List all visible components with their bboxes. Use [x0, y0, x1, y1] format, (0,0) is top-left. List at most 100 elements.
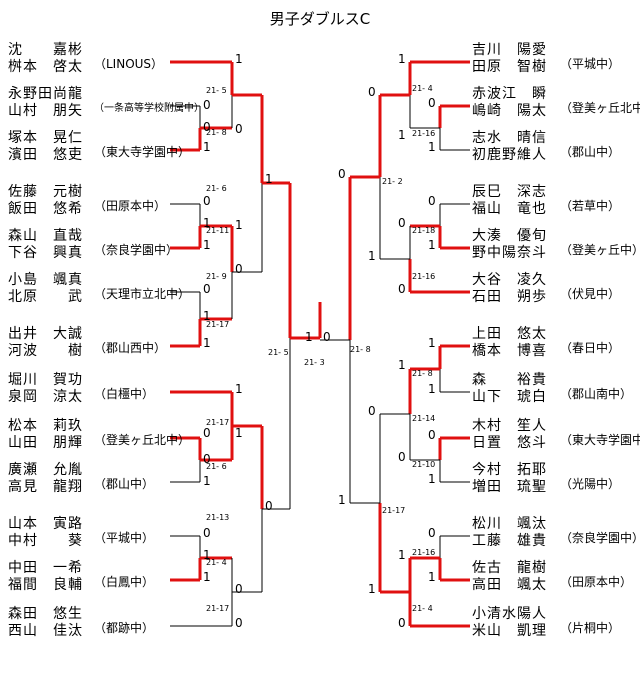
team-player-name: 松川 颯汰 [472, 516, 547, 532]
score-label: 0 [203, 526, 211, 540]
score-label: 0 [398, 216, 406, 230]
match-result: 21- 5 [268, 348, 289, 357]
score-label: 0 [203, 120, 211, 134]
score-label: 0 [368, 404, 376, 418]
team-player-name: 北原 武 [8, 289, 83, 305]
match-result: 21-17 [206, 604, 230, 613]
team-player-name: 大谷 凌久 [472, 272, 547, 288]
score-label: 1 [235, 52, 243, 66]
team-school: （郡山中） [94, 477, 155, 491]
team-school: （郡山西中） [94, 341, 167, 355]
score-label: 0 [203, 282, 211, 296]
score-label: 1 [368, 249, 376, 263]
team-player-name: 松本 莉玖 [8, 418, 83, 434]
team-school: （登美ヶ丘中） [560, 243, 640, 257]
team-school: （奈良学園中） [94, 243, 179, 257]
match-result: 21- 4 [412, 604, 433, 613]
score-label: 0 [235, 122, 243, 136]
score-label: 0 [398, 616, 406, 630]
score-label: 1 [398, 358, 406, 372]
score-label: 1 [398, 52, 406, 66]
match-result: 21-13 [206, 513, 230, 522]
team-school: （東大寺学園中） [94, 145, 191, 159]
team-player-name: 田原 智樹 [472, 59, 547, 75]
team-player-name: 赤波江 瞬 [472, 86, 547, 102]
page-title: 男子ダブルスC [269, 10, 371, 28]
team-player-name: 塚本 晃仁 [8, 130, 83, 146]
score-label: 1 [235, 382, 243, 396]
score-label: 0 [203, 452, 211, 466]
score-label: 1 [203, 474, 211, 488]
team-player-name: 初鹿野維人 [472, 147, 547, 163]
score-label: 0 [203, 98, 211, 112]
team-school: （光陽中） [560, 477, 621, 491]
team-school: （田原本中） [94, 199, 167, 213]
match-result: 21- 6 [206, 462, 227, 471]
score-label: 1 [428, 570, 436, 584]
score-label: 1 [203, 309, 211, 323]
final-score-left: 1 [305, 330, 313, 344]
score-label: 0 [428, 96, 436, 110]
team-school: （白鳳中） [94, 575, 155, 589]
team-school: （都跡中） [94, 621, 155, 635]
match-result: 21- 8 [350, 345, 371, 354]
team-player-name: 下谷 興真 [8, 245, 83, 261]
team-player-name: 中田 一希 [8, 560, 83, 576]
match-result: 21-16 [412, 272, 436, 281]
team-player-name: 廣瀬 允胤 [8, 462, 83, 478]
team-player-name: 福山 竜也 [472, 201, 547, 217]
score-label: 1 [235, 218, 243, 232]
team-school: （天理市立北中） [94, 287, 191, 301]
team-school: （東大寺学園中） [560, 433, 640, 447]
score-label: 1 [428, 382, 436, 396]
team-school: （郡山南中） [560, 387, 633, 401]
match-result: 21- 5 [206, 86, 227, 95]
score-label: 1 [428, 472, 436, 486]
team-player-name: 山村 朋矢 [8, 103, 83, 119]
match-result: 21- 8 [206, 128, 227, 137]
match-result: 21- 9 [206, 272, 227, 281]
team-player-name: 工藤 雄貴 [472, 533, 547, 549]
match-result: 21-11 [206, 226, 230, 235]
team-school: （片桐中） [560, 621, 621, 635]
team-player-name: 森山 直哉 [8, 228, 83, 244]
score-label: 0 [338, 167, 346, 181]
team-school: （奈良学園中） [560, 531, 640, 545]
team-player-name: 辰巳 深志 [472, 184, 547, 200]
match-result: 21-10 [412, 460, 436, 469]
team-player-name: 河波 樹 [8, 343, 83, 359]
match-result: 21-16 [412, 548, 436, 557]
match-result: 21-14 [412, 414, 436, 423]
team-school: （平城中） [560, 57, 621, 71]
team-player-name: 佐古 龍樹 [472, 560, 547, 576]
score-label: 1 [203, 238, 211, 252]
team-school: （若草中） [560, 199, 621, 213]
score-label: 0 [398, 282, 406, 296]
score-label: 0 [235, 262, 243, 276]
team-player-name: 永野田尚龍 [8, 86, 83, 102]
team-player-name: 山下 琥白 [472, 389, 547, 405]
team-player-name: 福間 良輔 [8, 577, 83, 593]
team-player-name: 堀川 賀功 [8, 372, 83, 388]
team-player-name: 志水 晴信 [472, 130, 547, 146]
team-player-name: 泉岡 涼太 [8, 389, 83, 405]
team-school: （伏見中） [560, 287, 621, 301]
team-school: （平城中） [94, 531, 155, 545]
score-label: 0 [368, 85, 376, 99]
score-label: 0 [428, 526, 436, 540]
score-label: 1 [368, 582, 376, 596]
score-label: 0 [235, 582, 243, 596]
match-result: 21- 2 [382, 177, 403, 186]
team-player-name: 小島 颯真 [8, 272, 83, 288]
team-school: （一条高等学校附属中） [94, 103, 204, 114]
team-player-name: 西山 佳汰 [8, 623, 83, 639]
score-label: 1 [203, 548, 211, 562]
score-label: 1 [398, 128, 406, 142]
team-school: （LINOUS） [94, 57, 164, 71]
team-school: （白橿中） [94, 387, 155, 401]
final-score-right: 0 [323, 330, 331, 344]
team-school: （田原本中） [560, 575, 633, 589]
score-label: 1 [203, 216, 211, 230]
team-player-name: 出井 大誠 [8, 326, 83, 342]
team-player-name: 日置 悠斗 [472, 435, 547, 451]
